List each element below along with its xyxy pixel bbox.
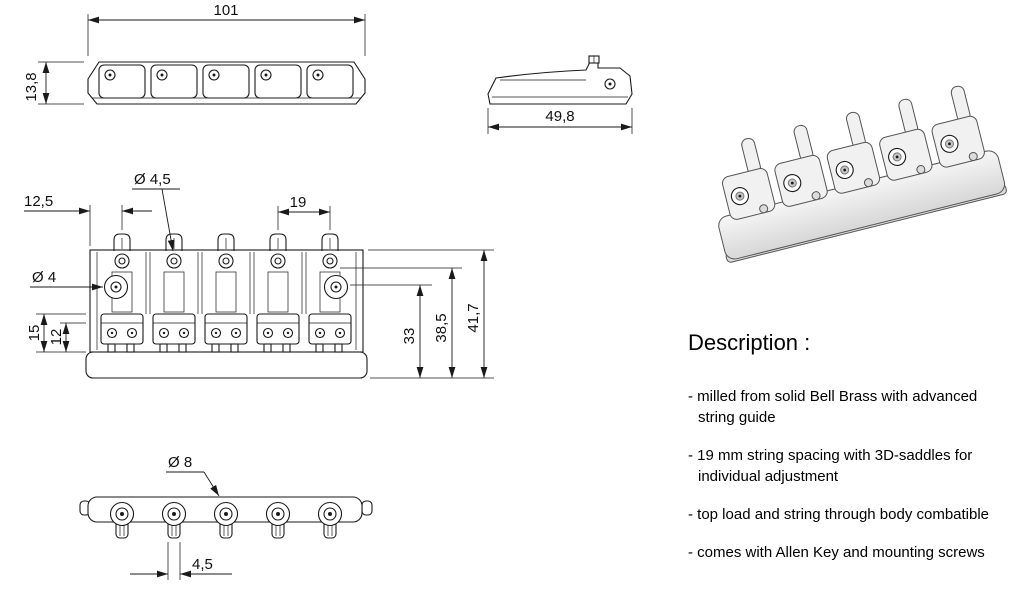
- dim-edge-offset: 12,5: [24, 193, 53, 210]
- dim-top-width: 101: [213, 2, 238, 19]
- dim-side-width: 49,8: [545, 108, 574, 125]
- description-item: - 19 mm string spacing with 3D-saddles f…: [688, 447, 973, 485]
- description-item: - top load and string through body comba…: [688, 506, 990, 523]
- dim-saddle-height-outer: 15: [26, 325, 43, 342]
- dim-screw-diameter: Ø 4: [32, 269, 56, 286]
- dim-height-mid: 38,5: [433, 313, 450, 342]
- string-guide-tabs: [113, 233, 339, 251]
- saddle-channel-dividers: [145, 252, 307, 314]
- string-ferrules: [109, 501, 343, 539]
- top-view-saddles: [98, 64, 354, 99]
- saddle-blocks: [100, 313, 352, 353]
- bottom-view: Ø 8 4,5: [79, 454, 373, 580]
- iso-saddles: [721, 85, 985, 220]
- dim-saddle-height-inner: 12: [48, 329, 65, 346]
- top-view: 101 13,8: [23, 2, 366, 105]
- dim-stem-width: 4,5: [192, 556, 213, 573]
- description-panel: Description : - milled from solid Bell B…: [688, 330, 1018, 580]
- dim-height-total: 41,7: [465, 303, 482, 332]
- dim-height-saddle: 33: [401, 328, 418, 345]
- front-view: 12,5 Ø 4,5 19 Ø 4 15 12 33 38,5 41,7: [24, 171, 494, 379]
- description-title: Description :: [688, 330, 811, 355]
- end-saddle-screws: [103, 274, 349, 300]
- dim-string-spacing: 19: [290, 194, 307, 211]
- intonation-holes: [114, 253, 338, 269]
- description-item: - comes with Allen Key and mounting scre…: [688, 544, 985, 561]
- side-view-outline: [487, 61, 633, 105]
- dim-hole-diameter: Ø 4,5: [134, 171, 171, 188]
- dim-ferrule-diameter: Ø 8: [168, 454, 192, 471]
- side-view: 49,8: [487, 55, 633, 134]
- dim-top-height: 13,8: [23, 72, 40, 101]
- front-baseplate: [85, 351, 368, 379]
- iso-3d-view: [718, 85, 1007, 263]
- description-item: - milled from solid Bell Brass with adva…: [688, 388, 978, 426]
